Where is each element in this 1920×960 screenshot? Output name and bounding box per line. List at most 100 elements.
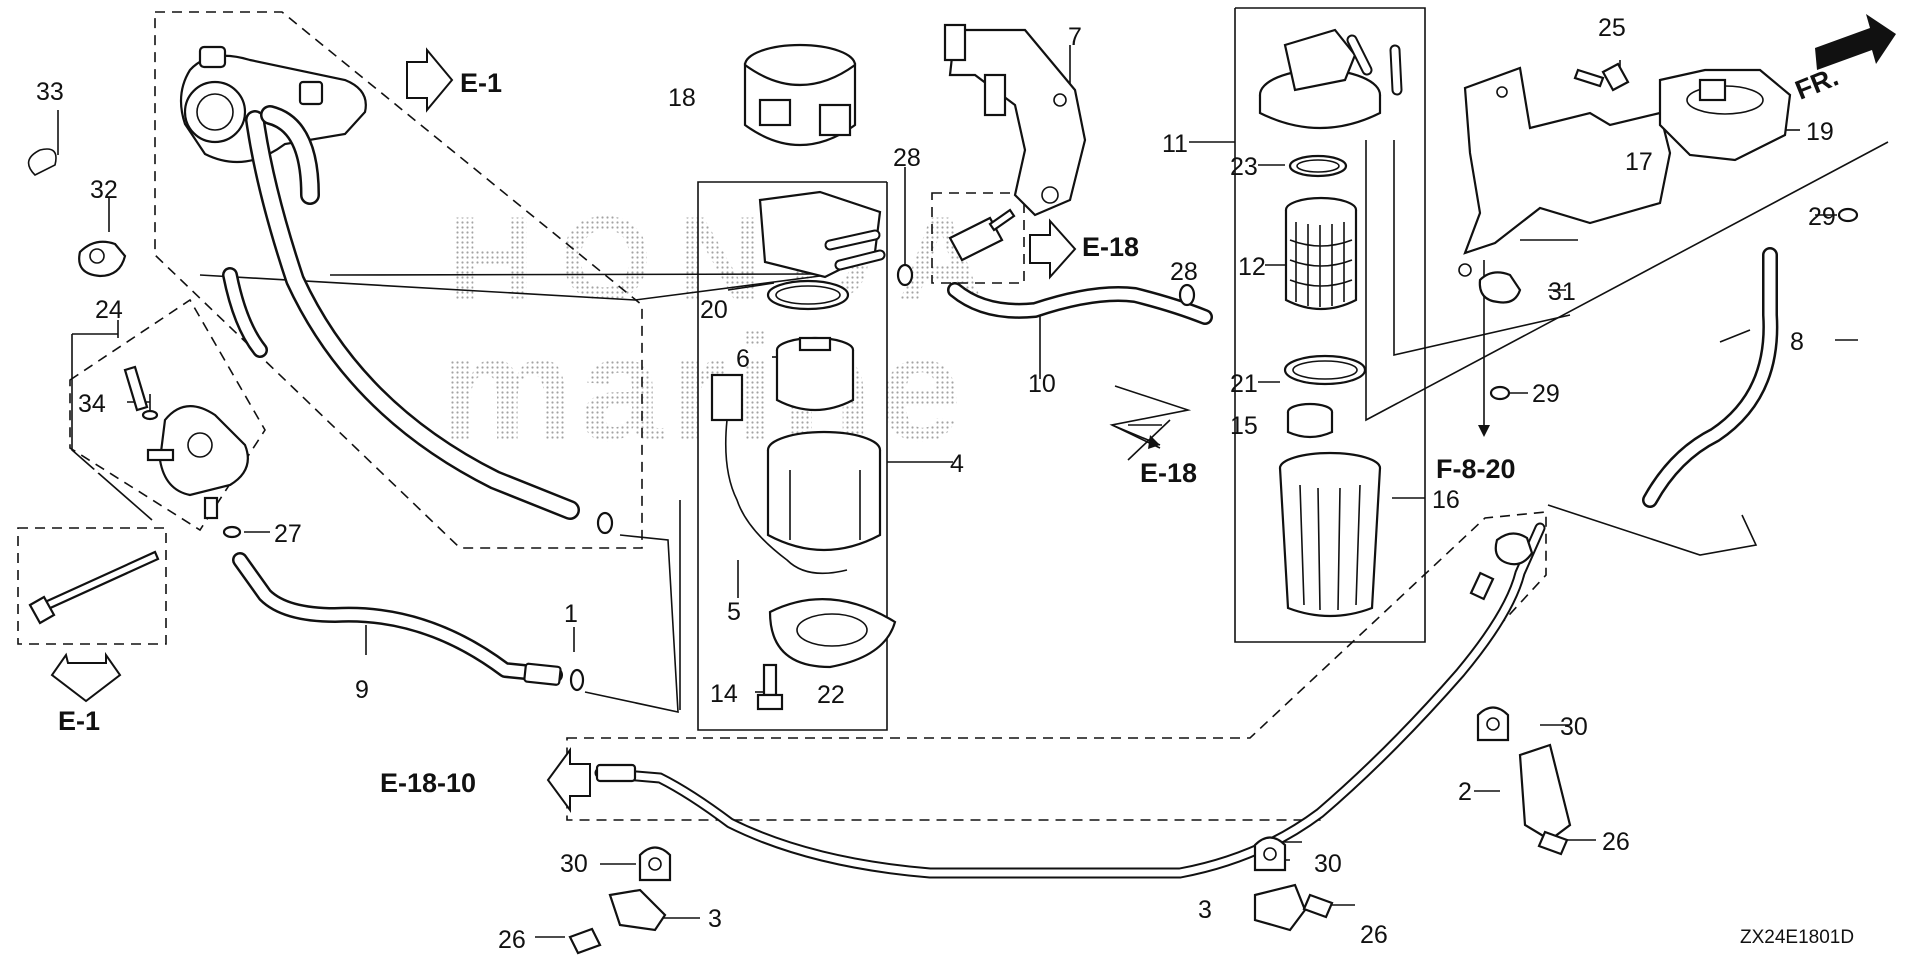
section-refs: E-1 E-1 E-18 E-18 E-18-10 F-8-20 FR. <box>58 61 1843 798</box>
callout: 26 <box>1360 921 1388 949</box>
callout: 12 <box>1238 253 1266 281</box>
ref-e1-top: E-1 <box>460 68 502 98</box>
callout: 26 <box>1602 828 1630 856</box>
callout: 16 <box>1432 486 1460 514</box>
callout: 21 <box>1230 370 1258 398</box>
bracket-bolt-box <box>931 192 1025 284</box>
part-16-cup <box>1278 451 1382 618</box>
part-24-pump <box>146 405 249 520</box>
part-7-bracket <box>943 23 1087 217</box>
ref-e18-upper: E-18 <box>1082 232 1139 262</box>
reference-arrows <box>50 14 1896 814</box>
callout: 20 <box>700 296 728 324</box>
part-2-bracket <box>1518 743 1572 842</box>
callout: 25 <box>1598 14 1626 42</box>
callout: 27 <box>274 520 302 548</box>
part-26-bolt-b <box>1302 893 1334 919</box>
part-19-band <box>1658 68 1792 162</box>
ref-f8-20: F-8-20 <box>1436 454 1516 484</box>
part-3-bracket-a <box>608 888 667 932</box>
callout: 30 <box>1314 850 1342 878</box>
callout: 5 <box>727 598 741 626</box>
part-26-bolt-a <box>568 927 602 955</box>
part-30-clip-a <box>638 846 672 882</box>
part-29-clip-a <box>1489 385 1511 401</box>
leader-lines <box>57 45 1889 938</box>
part-31-clip <box>1478 271 1522 304</box>
part-14-bolt <box>756 663 784 711</box>
front-arrow <box>1815 14 1896 70</box>
part-30-clip-b <box>1253 836 1287 872</box>
callout: 8 <box>1790 328 1804 356</box>
callout: 7 <box>1068 23 1082 51</box>
part-28-clamp-a <box>896 263 914 287</box>
fuel-pipe-long <box>594 522 1546 879</box>
part-11-cap <box>1258 28 1403 130</box>
part-34-bolt <box>123 365 159 421</box>
front-label: FR. <box>1791 61 1843 105</box>
part-3-bracket-b <box>1253 883 1307 932</box>
callout: 28 <box>1170 258 1198 286</box>
bracket-bolt <box>948 208 1016 262</box>
part-1-clamp <box>569 668 585 692</box>
part-8-hose <box>1642 247 1779 508</box>
fuel-pump-upper <box>179 45 367 164</box>
assembly-boxes <box>697 7 1426 731</box>
callout: 22 <box>817 681 845 709</box>
lower-pump-box <box>69 298 266 532</box>
part-28-clamp-b <box>1178 283 1196 307</box>
callout: 30 <box>1560 713 1588 741</box>
callout: 14 <box>710 680 738 708</box>
callout: 2 <box>1458 778 1472 806</box>
callout: 33 <box>36 78 64 106</box>
separator-cap <box>758 190 886 279</box>
part-26-bolt-c <box>1537 830 1569 856</box>
vapor-separator-box <box>697 181 888 731</box>
callout: 34 <box>78 390 106 418</box>
parts <box>27 23 1859 955</box>
part-5-pump <box>710 373 882 575</box>
bolt-box <box>17 527 167 645</box>
callout: 11 <box>1162 130 1188 158</box>
callout: 3 <box>1198 896 1212 924</box>
part-29-clip-b <box>1837 207 1859 223</box>
pipe-clip <box>1494 532 1534 566</box>
callout: 29 <box>1808 203 1836 231</box>
callout: 29 <box>1532 380 1560 408</box>
upper-pump-box <box>154 11 643 549</box>
callout: 28 <box>893 144 921 172</box>
callout: 6 <box>736 345 750 373</box>
watermark: HONDA marine <box>440 192 984 472</box>
callout: 15 <box>1230 412 1258 440</box>
callout: 18 <box>668 84 696 112</box>
part-32-clip <box>78 240 127 278</box>
part-18-band <box>743 43 857 147</box>
part-23-oring <box>1288 154 1348 178</box>
callout: 31 <box>1548 278 1576 306</box>
ref-e18-10: E-18-10 <box>380 768 476 798</box>
long-bolt <box>28 550 160 625</box>
ref-e18-lower: E-18 <box>1140 458 1197 488</box>
callout: 24 <box>95 296 123 324</box>
part-27-clamp <box>222 525 242 539</box>
callout: 32 <box>90 176 118 204</box>
fuel-pipe-box <box>566 511 1547 821</box>
callout: 23 <box>1230 153 1258 181</box>
part-30-clip-c <box>1476 706 1510 742</box>
callouts: 1 2 3 3 4 5 6 7 8 9 10 11 12 14 15 16 17… <box>36 14 1836 954</box>
ref-e1-bottom: E-1 <box>58 706 100 736</box>
diagram-code: ZX24E1801D <box>1740 927 1854 948</box>
callout: 1 <box>564 600 578 628</box>
dashed-boxes <box>17 11 1547 821</box>
callout: 4 <box>950 450 964 478</box>
callout: 10 <box>1028 370 1056 398</box>
callout: 26 <box>498 926 526 954</box>
part-22-gasket <box>768 598 897 669</box>
part-6-float <box>775 336 855 412</box>
part-15-nut <box>1286 402 1334 439</box>
callout: 17 <box>1625 148 1653 176</box>
callout: 30 <box>560 850 588 878</box>
callout: 3 <box>708 905 722 933</box>
callout: 19 <box>1806 118 1834 146</box>
